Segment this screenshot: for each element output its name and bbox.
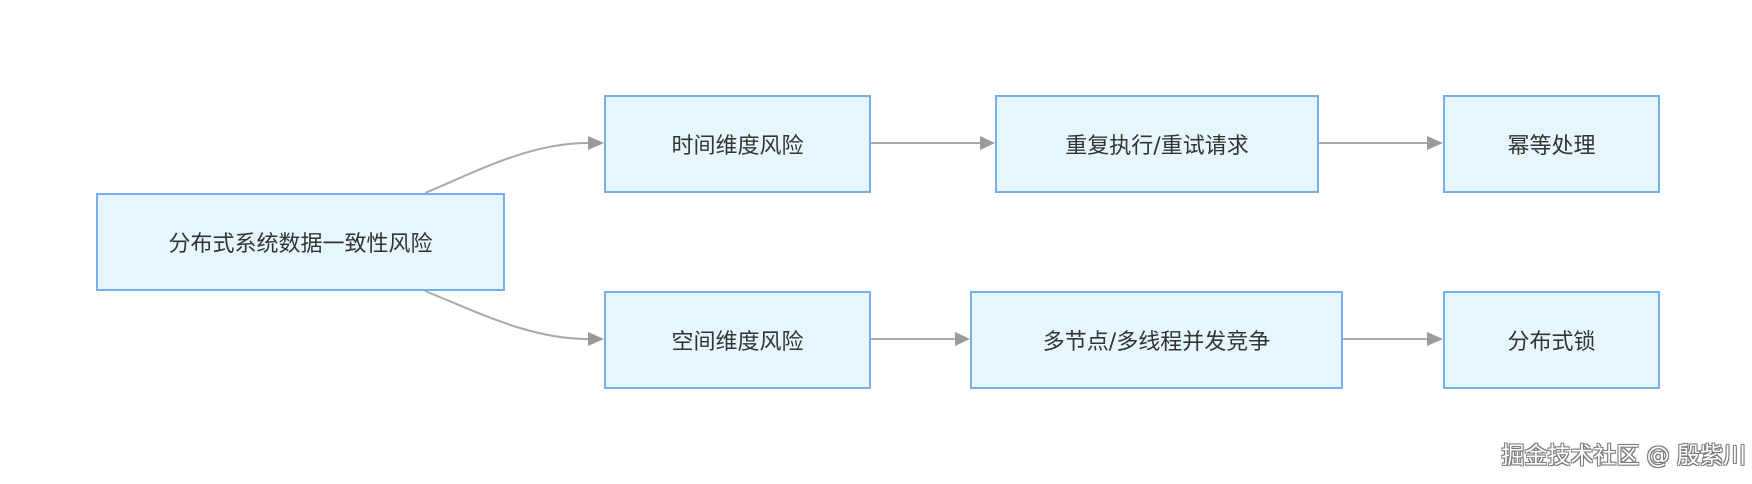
node-concurrency: 多节点/多线程并发竞争 (970, 291, 1343, 389)
edge-root-to-space-risk (424, 290, 589, 340)
node-time-risk-label: 时间维度风险 (671, 134, 804, 159)
arrowhead-idempotent (1427, 136, 1443, 150)
node-dist-lock-label: 分布式锁 (1507, 330, 1596, 355)
arrowhead-dist-lock (1427, 332, 1443, 346)
node-root-label: 分布式系统数据一致性风险 (168, 232, 433, 257)
node-retry: 重复执行/重试请求 (995, 95, 1319, 193)
node-idempotent-label: 幂等处理 (1507, 134, 1596, 159)
watermark: 掘金技术社区 @ 殷紫川 (1501, 443, 1746, 469)
node-root: 分布式系统数据一致性风险 (96, 193, 505, 291)
node-concurrency-label: 多节点/多线程并发竞争 (1042, 330, 1271, 355)
node-space-risk: 空间维度风险 (604, 291, 871, 389)
edge-root-to-time-risk (424, 142, 589, 194)
arrowhead-concurrency (955, 332, 970, 346)
arrowhead-retry (980, 136, 995, 150)
arrowhead-time-risk (588, 136, 604, 150)
arrowhead-space-risk (588, 332, 604, 346)
node-dist-lock: 分布式锁 (1443, 291, 1660, 389)
node-retry-label: 重复执行/重试请求 (1065, 134, 1249, 159)
node-idempotent: 幂等处理 (1443, 95, 1660, 193)
node-space-risk-label: 空间维度风险 (671, 330, 804, 355)
node-time-risk: 时间维度风险 (604, 95, 871, 193)
